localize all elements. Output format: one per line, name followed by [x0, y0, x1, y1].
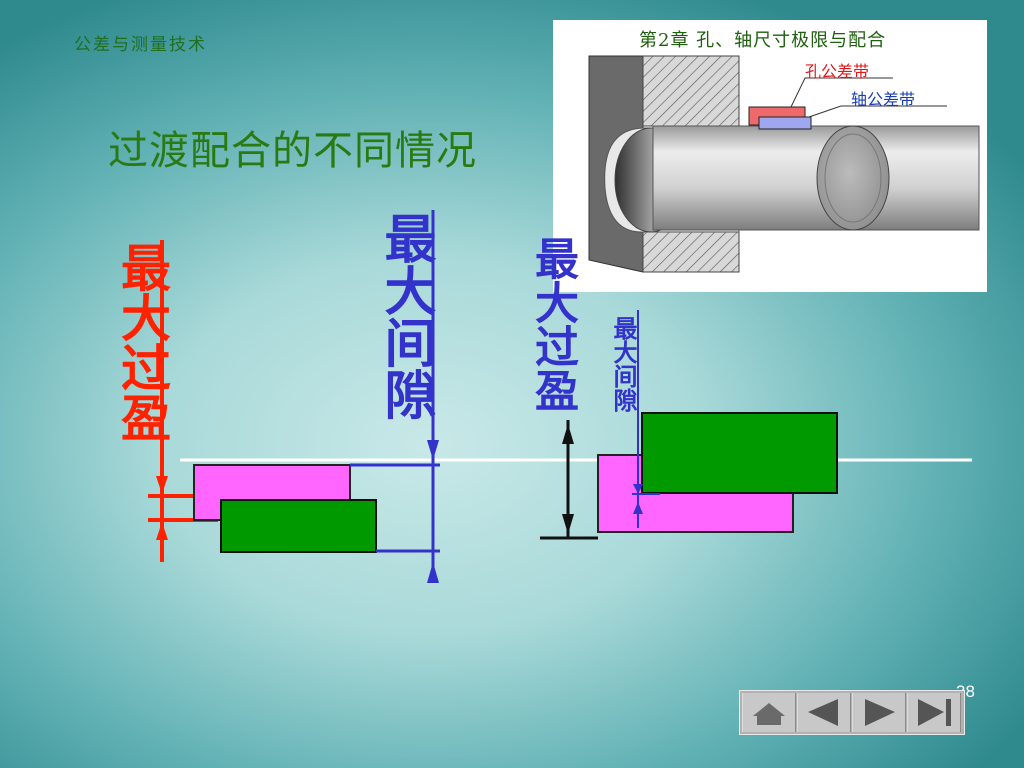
slide-title: 过渡配合的不同情况 — [108, 128, 477, 174]
left-max-clearance-dimension — [350, 210, 440, 583]
home-button[interactable] — [742, 693, 796, 732]
previous-button[interactable] — [797, 693, 851, 732]
right-max-clearance-label: 最大间隙 — [609, 316, 637, 412]
next-button[interactable] — [852, 693, 906, 732]
chapter-title: 第2章 孔、轴尺寸极限与配合 — [639, 30, 887, 51]
last-button[interactable] — [907, 693, 961, 732]
next-icon — [865, 699, 895, 726]
shaft-tolerance-zone — [758, 116, 812, 130]
left-max-clearance-label: 最大间隙 — [375, 212, 435, 420]
slide-navigation — [739, 690, 965, 735]
previous-icon — [808, 699, 838, 726]
right-max-interference-label: 最大过盈 — [527, 236, 578, 412]
hatched-section-top — [642, 55, 740, 127]
course-title: 公差与测量技术 — [74, 35, 207, 55]
left-max-interference-label: 最大过盈 — [113, 242, 171, 442]
shaft-body — [652, 125, 980, 231]
hole-shaft-illustration: 第2章 孔、轴尺寸极限与配合 — [553, 20, 987, 292]
right-shaft-tolerance-zone — [641, 412, 838, 494]
right-max-interference-dimension — [540, 420, 598, 540]
shaft-tolerance-zone-label: 轴公差带 — [851, 90, 916, 109]
right-max-clearance-dimension — [632, 310, 660, 528]
left-shaft-tolerance-zone — [220, 499, 377, 553]
last-icon — [918, 699, 951, 726]
shaft-end-face — [816, 125, 890, 231]
hole-shaft-drawing — [588, 55, 980, 273]
home-icon — [753, 703, 785, 725]
hole-tolerance-zone-label: 孔公差带 — [805, 62, 870, 81]
